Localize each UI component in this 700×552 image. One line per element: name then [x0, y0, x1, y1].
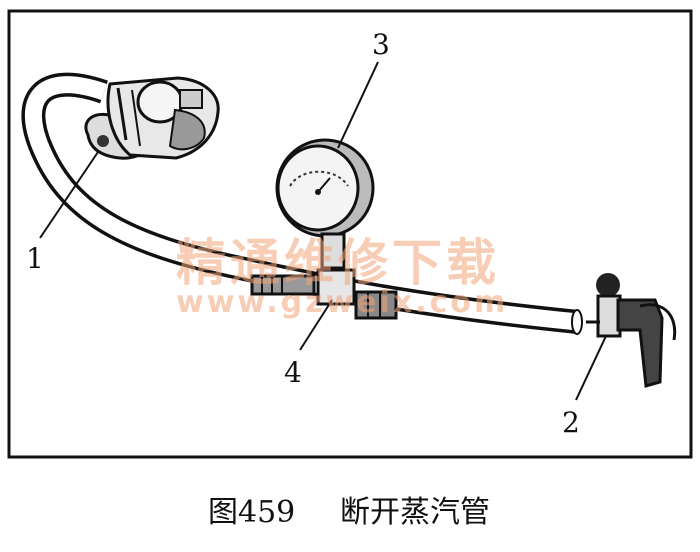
vacuum-gauge	[275, 138, 375, 270]
figure-frame	[7, 9, 693, 459]
figure-title: 断开蒸汽管	[340, 495, 490, 530]
hand-vacuum-pump	[586, 273, 677, 388]
leader-lines	[39, 61, 607, 401]
callout-1: 1	[26, 242, 44, 275]
t-connector	[250, 268, 398, 320]
callout-4: 4	[284, 356, 302, 389]
watermark-url: www.gzweix.com	[176, 285, 508, 320]
callout-3: 3	[372, 28, 390, 61]
vapor-valve-assembly	[84, 76, 220, 160]
figure-number: 图459	[208, 495, 295, 530]
callout-2: 2	[562, 406, 580, 439]
watermark-chinese: 精通维修下载	[176, 234, 500, 292]
vacuum-hose	[21, 72, 583, 335]
